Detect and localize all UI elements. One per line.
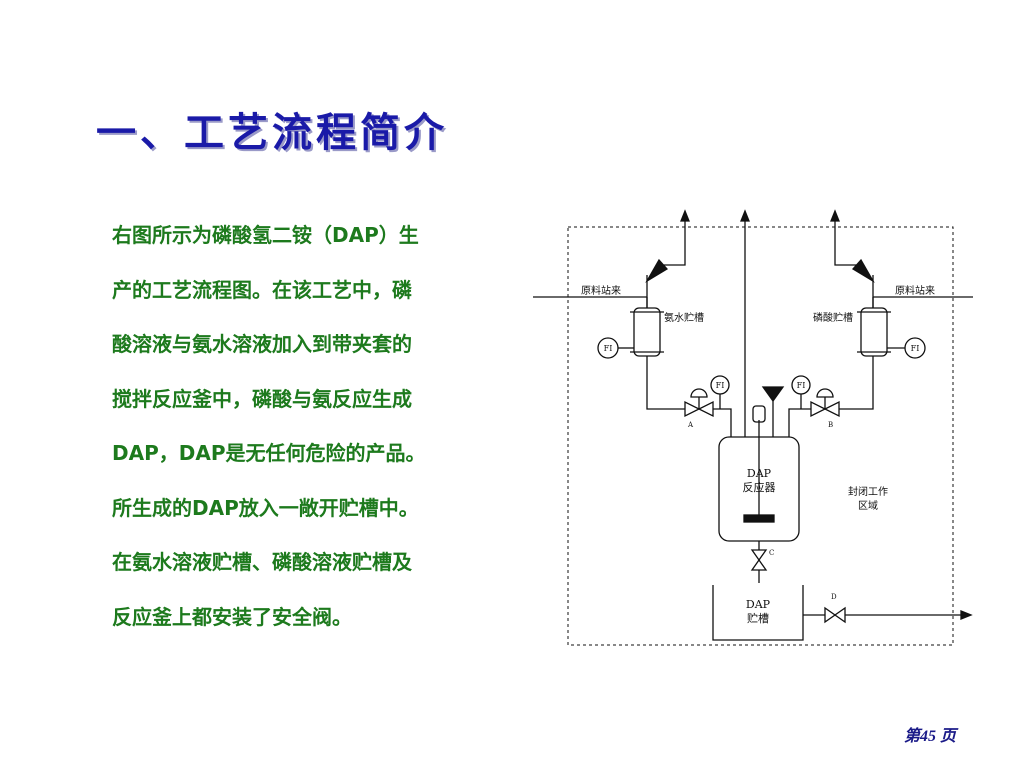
paragraph-line: 所生成的DAP放入一敞开贮槽中。 — [112, 495, 419, 520]
phosphoric-acid-tank — [860, 307, 888, 357]
paragraph-line: 搅拌反应釜中，磷酸与氨反应生成 — [112, 386, 412, 411]
label-raw-material-right: 原料站来 — [895, 284, 935, 297]
paragraph-line: 右图所示为磷酸氢二铵（DAP）生 — [112, 223, 419, 247]
paragraph-line: 反应釜上都安装了安全阀。 — [112, 604, 352, 629]
label-storage-line1: DAP — [746, 598, 771, 611]
valve-d — [824, 606, 837, 624]
description-paragraph: 右图所示为磷酸氢二铵（DAP）生 产的工艺流程图。在该工艺中，磷 酸溶液与氨水溶… — [112, 212, 512, 648]
vent-arrow-left — [680, 209, 690, 222]
valve-c — [750, 549, 768, 562]
label-storage-line2: 贮槽 — [747, 612, 769, 625]
label-reactor-line2: 反应器 — [743, 480, 776, 494]
label-valve-b: B — [828, 421, 833, 429]
label-valve-c: C — [769, 549, 774, 557]
relief-valve-left — [645, 258, 669, 283]
paragraph-line: DAP，DAP是无任何危险的产品。 — [112, 441, 426, 465]
page-number: 第45 页 — [904, 728, 957, 745]
label-raw-material-left: 原料站来 — [581, 284, 621, 297]
label-enclosed-line1: 封闭工作 — [848, 485, 888, 498]
label-phosphoric-tank: 磷酸贮槽 — [813, 311, 853, 324]
outlet-arrow — [960, 610, 973, 620]
paragraph-line: 产的工艺流程图。在该工艺中，磷 — [112, 277, 412, 302]
enclosed-area-boundary — [567, 226, 954, 646]
label-fi-valve-b: FI — [797, 381, 806, 390]
label-ammonia-tank: 氨水贮槽 — [664, 311, 704, 324]
vent-arrow-center — [740, 209, 750, 222]
label-valve-d: D — [831, 593, 837, 601]
label-enclosed-line2: 区域 — [858, 499, 878, 512]
label-valve-a: A — [687, 421, 694, 429]
valve-b — [823, 400, 840, 418]
relief-valve-reactor — [761, 386, 785, 403]
relief-valve-right — [851, 258, 875, 283]
dap-storage-tank — [712, 585, 804, 641]
page-title: 一、工艺流程简介 — [96, 109, 448, 156]
vent-arrow-right — [830, 209, 840, 222]
ammonia-tank — [633, 307, 661, 357]
valve-a — [684, 400, 701, 418]
paragraph-line: 酸溶液与氨水溶液加入到带夹套的 — [112, 332, 412, 356]
reactor-agitator-blade — [743, 514, 775, 523]
label-reactor-line1: DAP — [747, 467, 772, 480]
paragraph-line: 在氨水溶液贮槽、磷酸溶液贮槽及 — [112, 550, 412, 574]
dap-process-flow-diagram: 原料站来 原料站来 氨水贮槽 磷酸贮槽 FI FI FI FI A B C D … — [533, 209, 973, 646]
label-fi-right: FI — [911, 344, 920, 353]
label-fi-valve-a: FI — [716, 381, 725, 390]
label-fi-left: FI — [604, 344, 613, 353]
